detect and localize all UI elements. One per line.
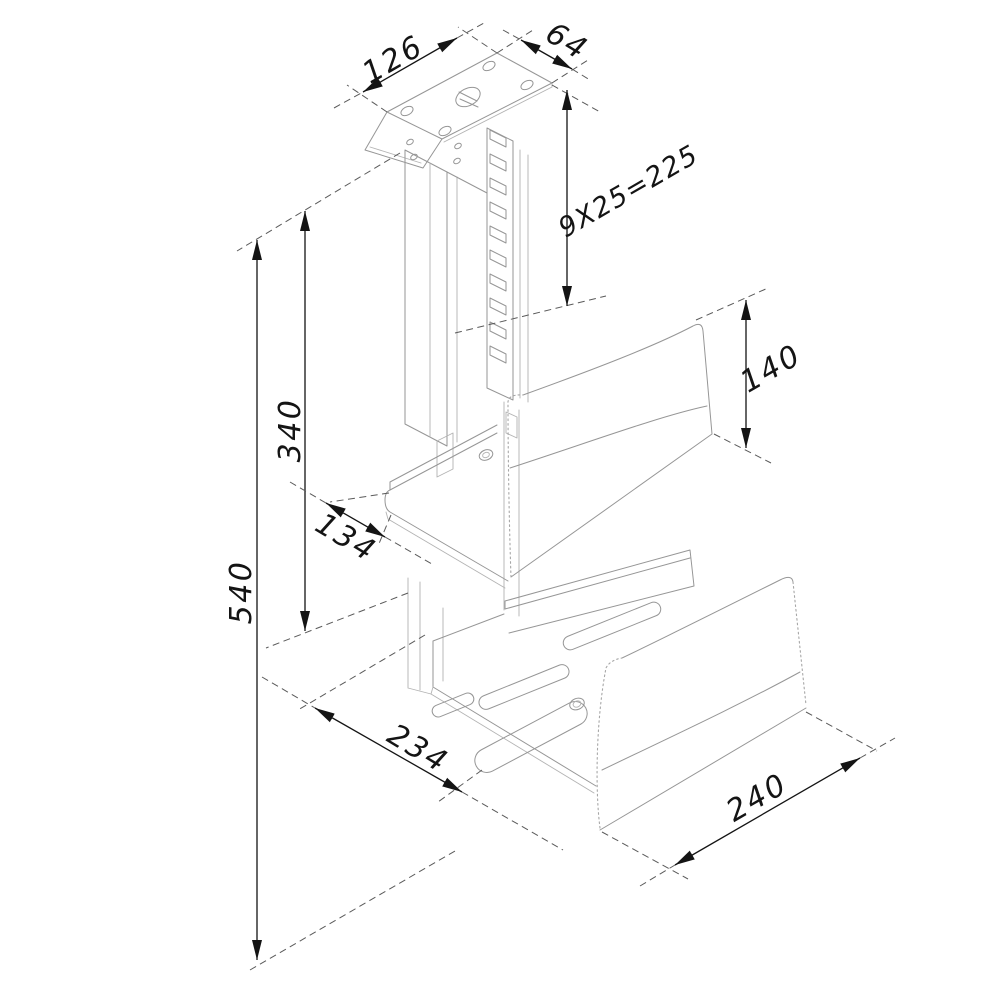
column-hole [454,142,462,150]
base-slot [431,692,475,718]
rail-slot [489,273,507,292]
rail-slot [489,249,507,268]
dim-label-holder-depth: 234 [381,717,455,780]
dim-label-top-plate-width: 64 [539,16,594,68]
dim-label-shelf-depth: 134 [309,506,383,569]
column-hole [453,157,461,165]
flange-hole [406,138,414,146]
plate-screw-slot [520,79,534,91]
flange-hole [410,153,418,161]
base-screw [569,697,585,711]
lower-wall-crease [601,671,801,771]
dimension-holder-width: 240 [601,711,896,887]
rail-slot [489,153,507,172]
rail-slot [489,201,507,220]
column-outer [404,149,529,447]
upper-bracket [384,323,713,589]
dim-label-slot-pattern: 9X25=225 [553,139,704,244]
plate-screw-slot [482,60,496,72]
top-mounting-plate [364,52,553,169]
rail-slot [489,297,507,316]
dim-label-top-plate-length: 126 [356,28,430,91]
rail-slot [489,321,507,340]
center-bolt [455,86,481,108]
rail-slot [489,225,507,244]
dimension-slot-pattern: 9X25=225 [454,84,704,334]
rail-slot [489,345,507,364]
dimension-upper-wall-height: 140 [695,287,808,464]
rail-slot [489,129,507,148]
plate-screw-slot [400,105,414,117]
rail-slot [489,177,507,196]
base-slot [478,664,570,710]
dimension-overall-height: 540 [224,240,456,971]
dim-label-overall-height: 540 [224,560,259,625]
upper-wall-crease [509,405,708,469]
dimension-shelf-depth: 134 [289,481,433,570]
column-inner-rail [486,127,520,617]
front-tongue [474,701,588,773]
dimension-height-adjustment: 340 [236,152,409,649]
dim-label-holder-width: 240 [720,766,794,829]
base-slot [562,601,662,651]
plate-screw-slot [438,125,452,137]
dimension-holder-depth: 234 [261,634,564,851]
dim-label-height-adjustment: 340 [273,398,308,463]
dimension-top-plate-width: 64 [496,16,594,84]
shelf-screw [478,449,494,461]
